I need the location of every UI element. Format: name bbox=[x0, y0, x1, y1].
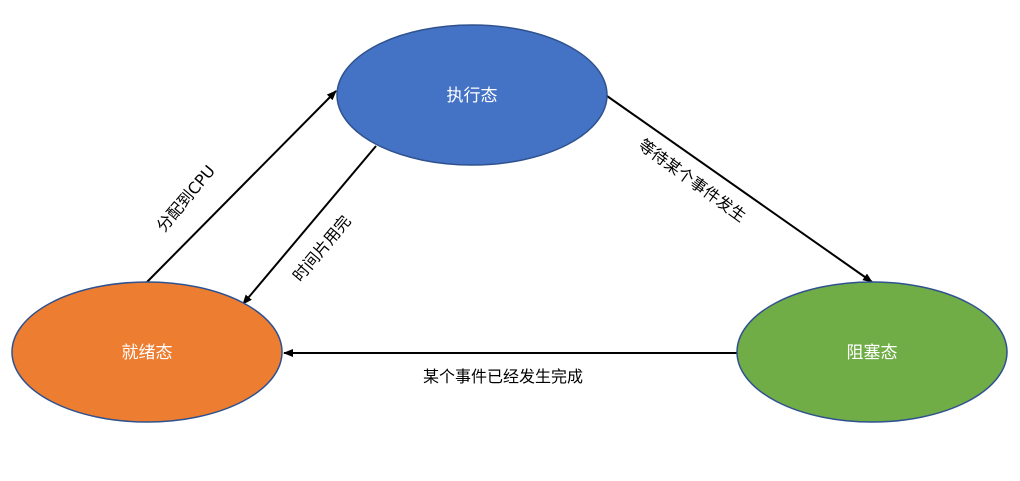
state-blocked-shape bbox=[736, 281, 1008, 423]
arrow-running-to-ready bbox=[242, 145, 377, 305]
label-blocked-to-ready: 某个事件已经发生完成 bbox=[423, 367, 583, 386]
state-ready-label: 就绪态 bbox=[122, 343, 173, 363]
state-running: 执行态 bbox=[336, 24, 608, 166]
state-ready: 就绪态 bbox=[11, 281, 283, 423]
label-running-to-ready: 时间片用完 bbox=[289, 212, 355, 286]
state-running-shape bbox=[336, 24, 608, 166]
arrow-running-to-blocked bbox=[606, 95, 873, 283]
state-ready-shape bbox=[11, 281, 283, 423]
arrow-ready-to-running bbox=[146, 90, 337, 283]
label-ready-to-running: 分配到CPU bbox=[153, 162, 219, 236]
state-blocked: 阻塞态 bbox=[736, 281, 1008, 423]
state-blocked-label: 阻塞态 bbox=[847, 343, 898, 363]
state-running-label: 执行态 bbox=[447, 86, 498, 106]
label-running-to-blocked: 等待某个事件发生 bbox=[635, 135, 750, 226]
